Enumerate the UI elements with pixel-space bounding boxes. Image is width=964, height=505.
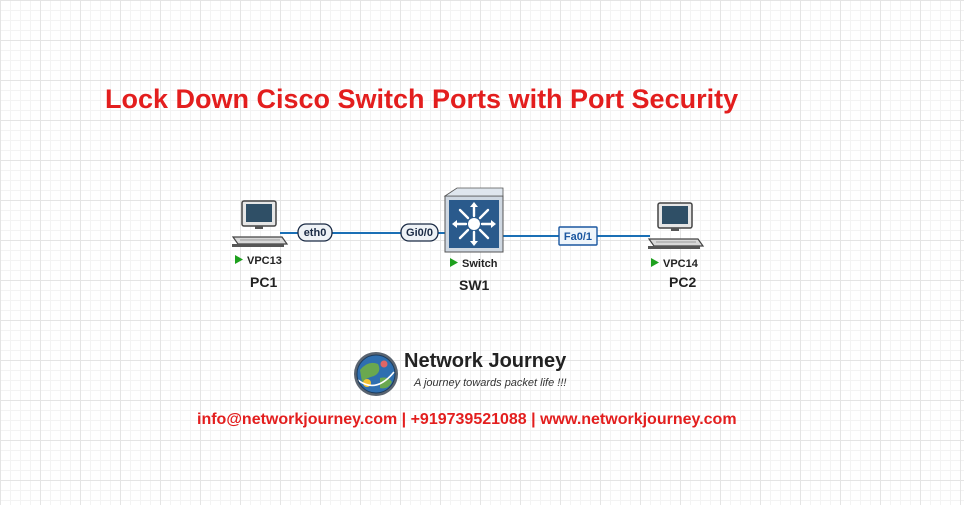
pc1-name: PC1 [250, 274, 277, 290]
network-journey-logo: Network Journey A journey towards packet… [352, 350, 612, 398]
pc1-run-indicator-icon [235, 255, 243, 264]
globe-logo-icon [354, 352, 398, 396]
logo-name: Network Journey [404, 350, 567, 372]
pc2-run-indicator-icon [651, 258, 659, 267]
page-title: Lock Down Cisco Switch Ports with Port S… [105, 84, 739, 114]
sw1-port-left-label: Gi0/0 [406, 227, 433, 239]
sw1-name: SW1 [459, 277, 490, 293]
logo-tagline: A journey towards packet life !!! [414, 377, 567, 389]
pc1-type-label: VPC13 [247, 255, 282, 267]
pc1-port-badge[interactable] [297, 223, 333, 242]
pc1-computer-icon[interactable] [231, 200, 289, 247]
sw1-switch-icon[interactable] [443, 187, 504, 253]
sw1-run-indicator-icon [450, 258, 458, 267]
contact-info: info@networkjourney.com | +919739521088 … [197, 411, 737, 428]
sw1-port-right-badge[interactable] [558, 226, 598, 246]
sw1-port-right-label: Fa0/1 [564, 231, 592, 243]
sw1-type-label: Switch [462, 258, 498, 270]
pc2-computer-icon[interactable] [647, 202, 705, 249]
sw1-port-left-badge[interactable] [400, 223, 439, 242]
pc2-name: PC2 [669, 274, 696, 290]
pc2-type-label: VPC14 [663, 258, 699, 270]
pc1-port-label: eth0 [304, 227, 327, 239]
